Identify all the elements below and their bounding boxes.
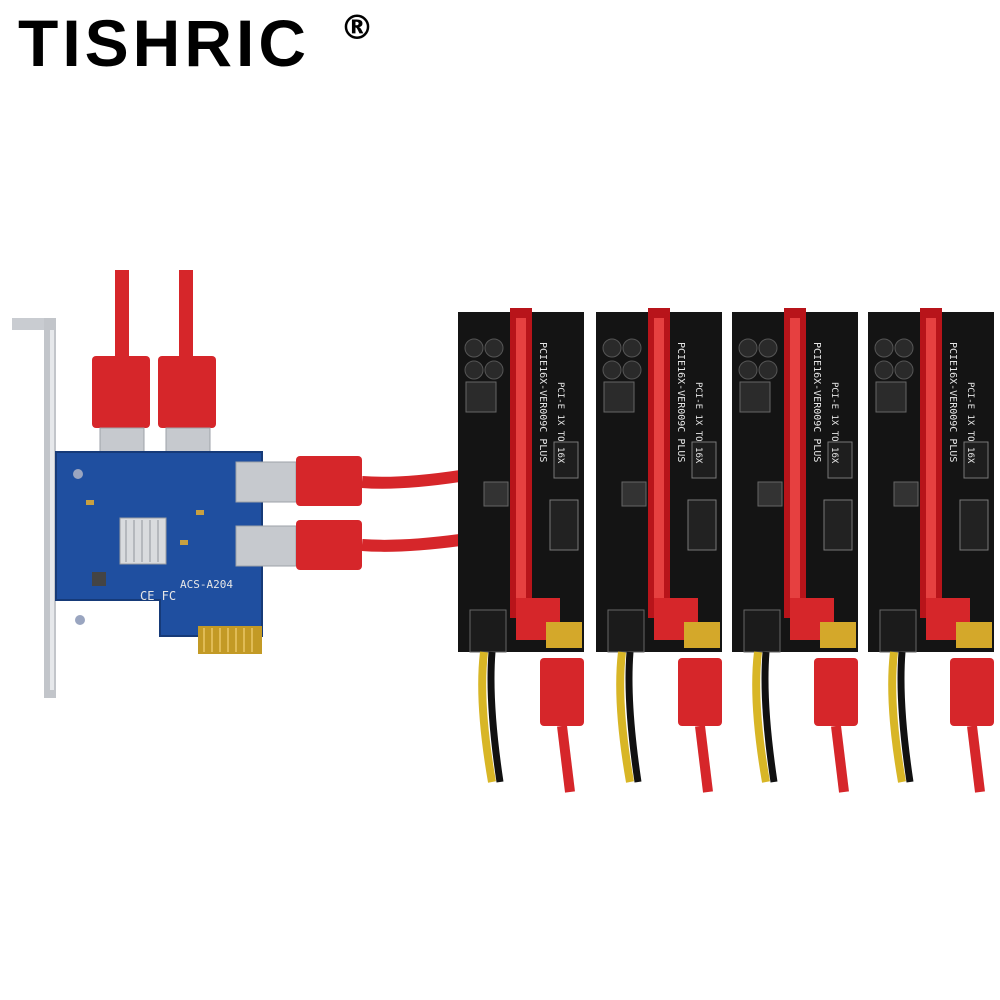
riser-board: PCIE16X-VER009C PLUS PCI-E 1X TO 16X <box>458 308 584 793</box>
brand-name: TISHRIC <box>18 6 310 80</box>
svg-text:CE FC: CE FC <box>140 589 176 603</box>
riser-silkscreen-sub: PCI-E 1X TO 16X <box>965 382 975 464</box>
side-usb-cables <box>296 456 461 570</box>
brand-logo: TISHRIC <box>18 10 310 76</box>
riser-board: PCIE16X-VER009C PLUS PCI-E 1X TO 16X <box>732 308 858 793</box>
riser-silkscreen-main: PCIE16X-VER009C PLUS <box>811 342 822 462</box>
adapter-card: CE FC ACS-A204 <box>55 451 297 654</box>
riser-silkscreen-main: PCIE16X-VER009C PLUS <box>947 342 958 462</box>
riser-board: PCIE16X-VER009C PLUS PCI-E 1X TO 16X <box>596 308 722 793</box>
adapter-model-label: ACS-A204 <box>180 578 233 591</box>
riser-silkscreen-sub: PCI-E 1X TO 16X <box>555 382 565 464</box>
riser-silkscreen-sub: PCI-E 1X TO 16X <box>829 382 839 464</box>
mounting-bracket <box>12 318 56 698</box>
registered-mark: ® <box>340 8 374 48</box>
riser-silkscreen-sub: PCI-E 1X TO 16X <box>693 382 703 464</box>
riser-silkscreen-main: PCIE16X-VER009C PLUS <box>537 342 548 462</box>
riser-board: PCIE16X-VER009C PLUS PCI-E 1X TO 16X <box>868 308 994 793</box>
riser-silkscreen-main: PCIE16X-VER009C PLUS <box>675 342 686 462</box>
